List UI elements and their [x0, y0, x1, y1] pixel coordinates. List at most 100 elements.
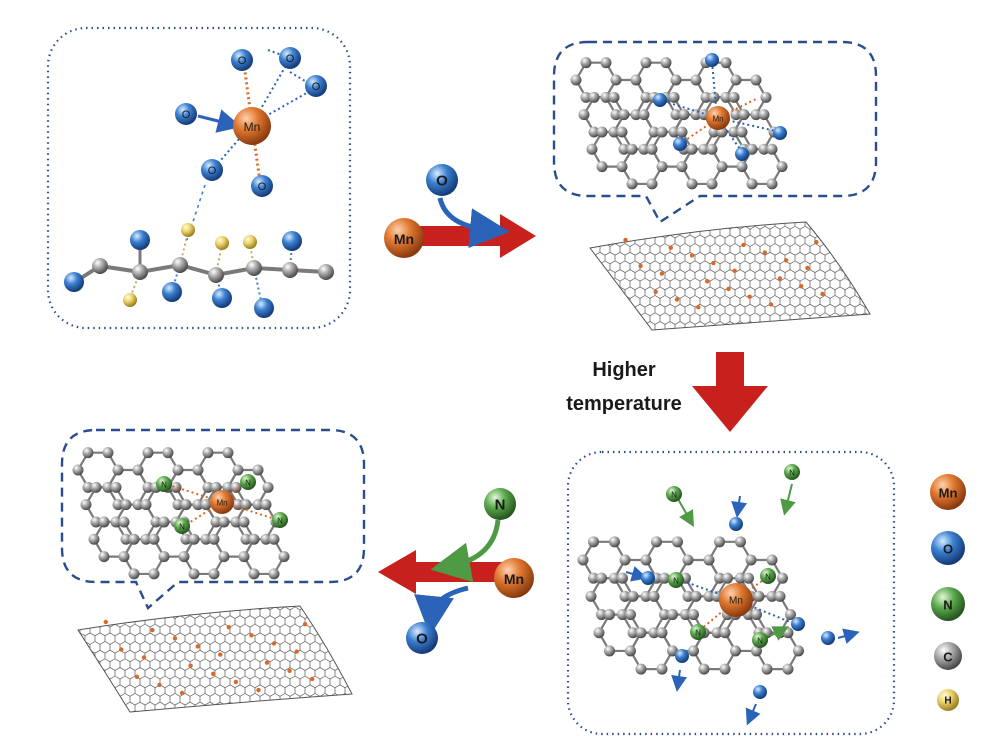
carbon-atom — [656, 126, 668, 138]
carbon-atom — [252, 499, 264, 511]
carbon-atom — [210, 481, 222, 493]
n-label: N — [245, 479, 251, 488]
mn-site-dot — [157, 682, 162, 688]
graphene-sheet-bottom — [77, 605, 353, 713]
temperature-down-arrow — [692, 352, 768, 432]
carbon-atom — [698, 663, 710, 675]
carbon-atom — [630, 74, 642, 86]
mn-o-center: Mn — [653, 53, 787, 161]
o-label: O — [312, 81, 321, 93]
carbon-atom — [240, 499, 252, 511]
mn-site-dot — [659, 271, 665, 276]
carbon-atom — [758, 143, 770, 155]
oxygen-atom — [162, 282, 182, 302]
graphene-lattice — [570, 57, 788, 190]
carbon-atom — [596, 572, 607, 584]
mn-site-dot — [310, 676, 315, 682]
panel-mn-n4-product: Mn N N N N — [60, 428, 366, 713]
carbon-atom — [278, 551, 290, 563]
carbon-atom — [750, 109, 762, 121]
carbon-atom — [240, 533, 252, 545]
oxygen-atom — [753, 685, 767, 699]
carbon-atom — [640, 57, 652, 69]
carbon-atom — [678, 109, 690, 121]
carbon-atom — [192, 464, 204, 476]
mn-site-dot — [783, 258, 789, 263]
carbon-atom — [625, 609, 636, 621]
carbon-atom — [132, 499, 144, 511]
legend-label-n: N — [943, 598, 952, 613]
carbon-atom — [188, 533, 200, 545]
carbon-atom — [617, 609, 628, 621]
polymer-chain — [64, 184, 334, 318]
panel-mn-o-graphene: Mn — [552, 40, 878, 331]
carbon-atom — [102, 447, 114, 459]
mn-site-dot — [638, 263, 643, 269]
mn-site-dot — [226, 625, 231, 630]
carbon-atom — [646, 178, 658, 190]
carbon-atom — [703, 590, 715, 602]
oxygen-atom — [279, 47, 301, 69]
annotation-higher: Higher — [592, 359, 656, 381]
mn-site-dot — [195, 644, 200, 649]
carbon-atom — [793, 645, 804, 657]
carbon-atom — [585, 590, 597, 602]
mn-label: Mn — [244, 120, 261, 134]
carbon-atom — [667, 645, 678, 657]
legend-atom-h — [937, 689, 959, 711]
carbon-atom — [706, 178, 718, 190]
carbon-atom — [148, 568, 160, 580]
oxygen-atom — [406, 622, 438, 654]
carbon-atom — [596, 161, 608, 173]
carbon-atom — [238, 551, 250, 563]
carbon-atom — [172, 499, 184, 511]
mn-site-dot — [141, 655, 147, 660]
hydrogen-atom — [181, 223, 195, 237]
carbon-atom — [766, 590, 778, 602]
carbon-atom — [118, 551, 130, 563]
mn-site-dot — [287, 668, 292, 673]
carbon-atom — [98, 516, 110, 528]
hydrogen-atom — [123, 293, 137, 307]
legend-atom-c — [934, 642, 962, 670]
carbon-atom — [619, 554, 631, 566]
oxygen-atom — [735, 147, 749, 161]
graphene-lattice — [577, 536, 804, 675]
carbon-atom — [232, 499, 244, 511]
nitrogen-atom — [156, 476, 172, 492]
carbon-atom — [588, 536, 599, 548]
carbon-atom — [192, 499, 204, 511]
carbon-atom — [738, 109, 750, 121]
carbon-atom — [608, 126, 620, 138]
carbon-atom — [210, 516, 222, 528]
oxygen-atom — [175, 103, 197, 125]
mn-site-dot — [705, 279, 710, 284]
step3-arrow-group: N Mn O — [378, 488, 534, 654]
carbon-atom — [646, 143, 658, 155]
carbon-atom — [90, 481, 102, 493]
carbon-atom — [218, 516, 230, 528]
mn-site-dot — [762, 250, 767, 255]
carbon-atom — [785, 609, 796, 621]
carbon-atom — [700, 91, 712, 103]
legend-label-h: H — [944, 696, 951, 707]
carbon-atom — [170, 481, 182, 493]
carbon-atom — [252, 464, 264, 476]
oxygen-atom — [705, 53, 719, 67]
o-label: O — [182, 109, 191, 121]
carbon-atom — [672, 536, 683, 548]
mn-site-dot — [294, 649, 299, 654]
mn-site-dot — [820, 291, 825, 297]
carbon-atom — [268, 533, 280, 545]
carbon-atom — [90, 516, 102, 528]
carbon-atom — [110, 516, 122, 528]
o-label: O — [416, 631, 428, 648]
carbon-atom — [640, 554, 652, 566]
carbon-atom — [760, 91, 772, 103]
mn-site-dot — [211, 671, 216, 676]
carbon-atom — [690, 590, 702, 602]
carbon-atom — [132, 464, 144, 476]
mn-site-dot — [668, 245, 673, 250]
manganese-atom — [384, 218, 424, 258]
